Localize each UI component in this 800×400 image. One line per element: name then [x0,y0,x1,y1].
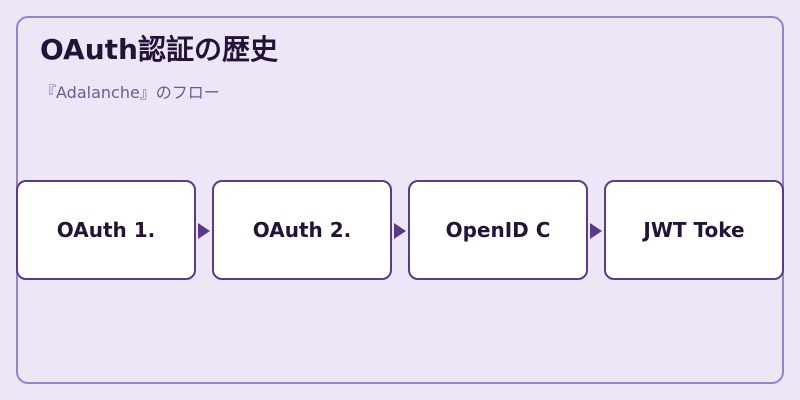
flow-node-label: JWT Toke [643,218,745,242]
page-subtitle: 『Adalanche』のフロー [40,83,220,102]
flow-node-label: OpenID C [445,218,551,242]
flow-node-label: OAuth 1. [56,218,156,242]
flow-arrow-2 [394,223,406,239]
flow-node-label: OAuth 2. [252,218,352,242]
flow-node-oauth1: OAuth 1. [16,180,196,280]
page-title: OAuth認証の歴史 [40,33,278,66]
flow-node-oauth2: OAuth 2. [212,180,392,280]
flow-arrow-1 [198,223,210,239]
flow-arrow-3 [590,223,602,239]
flow-node-jwt: JWT Toke [604,180,784,280]
flow-node-openid: OpenID C [408,180,588,280]
